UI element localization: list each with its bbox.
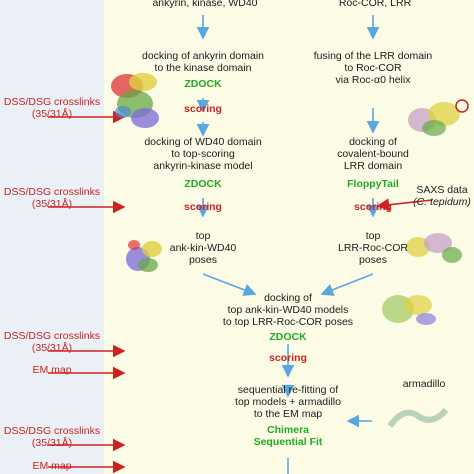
em-map-label-2: EM map [32,460,72,472]
roc-result-line1: top [365,230,381,242]
kinase-scoring-1: scoring [184,103,222,115]
refit-step-line2: top models + armadillo [235,396,341,408]
kinase-branch-inputs: ankyrin, kinase, WD40 [152,0,258,9]
kinase-result-line3: poses [188,254,218,266]
roc-result-line3: poses [358,254,388,266]
refit-tool-line1: Chimera [266,424,309,436]
kinase-scoring-2: scoring [184,201,222,213]
saxs-organism-label: (C. tepidum) [413,196,471,208]
roc-step2-line2: covalent-bound [337,148,409,160]
kinase-step2-line1: docking of WD40 domain [144,136,262,148]
crosslinks-range-3: (35/31Å) [31,342,73,354]
roc-step1-line1: fusing of the LRR domain [313,50,433,62]
kinase-result-line1: top [195,230,211,242]
blue-arrow-r4 [320,273,374,296]
crosslinks-label-3: DSS/DSG crosslinks [3,330,101,342]
merge-step-line1: docking of [264,292,312,304]
saxs-data-label: SAXS data [416,184,468,196]
roc-step1-line3: via Roc-α0 helix [335,74,411,86]
refit-tool-line2: Sequential Fit [253,436,323,448]
merge-step-line3: to top LRR-Roc-COR poses [222,316,354,328]
blue-arrow-k5 [202,273,257,296]
crosslinks-label-2: DSS/DSG crosslinks [3,186,101,198]
crosslinks-label-4: DSS/DSG crosslinks [3,425,101,437]
em-map-label-1: EM map [32,364,72,376]
roc-result-line2: LRR-Roc-COR [337,242,408,254]
refit-step-line1: sequential re-fitting of [237,384,339,396]
saxs-red-arrow [376,198,433,212]
ank-kin-wd40-pose-image [382,295,436,325]
kinase-step1-line1: docking of ankyrin domain [142,50,264,62]
roc-branch-inputs: Roc-COR, LRR [338,0,412,9]
lrr-roc-cor-structure-image [406,233,462,263]
roc-cor-lrr-structure-image [408,99,469,136]
armadillo-structure-image [387,407,448,428]
roc-step2-tool: FloppyTail [347,178,399,190]
crosslinks-range-2: (35/31Å) [31,198,73,210]
roc-step2-line1: docking of [349,136,397,148]
kinase-step2-line2: to top-scoring [171,148,235,160]
kinase-step1-tool: ZDOCK [184,78,222,90]
kinase-result-line2: ank-kin-WD40 [169,242,237,254]
refit-step-line3: to the EM map [253,408,323,420]
armadillo-label: armadillo [402,378,446,390]
crosslinks-range-1: (35/31Å) [31,108,73,120]
roc-step1-line2: to Roc-COR [344,62,402,74]
roc-step2-line3: LRR domain [343,160,403,172]
merge-tool: ZDOCK [269,331,307,343]
crosslinks-label-1: DSS/DSG crosslinks [3,96,101,108]
ank-kin-wd40-structure-image [126,240,162,272]
merge-step-line2: top ank-kin-WD40 models [227,304,349,316]
kinase-step2-tool: ZDOCK [184,178,222,190]
roc-scoring: scoring [354,201,392,213]
kinase-step1-line2: to the kinase domain [154,62,252,74]
ankyrin-kinase-structure-image [111,73,159,128]
crosslinks-range-4: (35/31Å) [31,437,73,449]
kinase-step2-line3: ankyrin-kinase model [153,160,253,172]
left-input-panel [0,0,104,474]
merge-scoring: scoring [269,352,307,364]
